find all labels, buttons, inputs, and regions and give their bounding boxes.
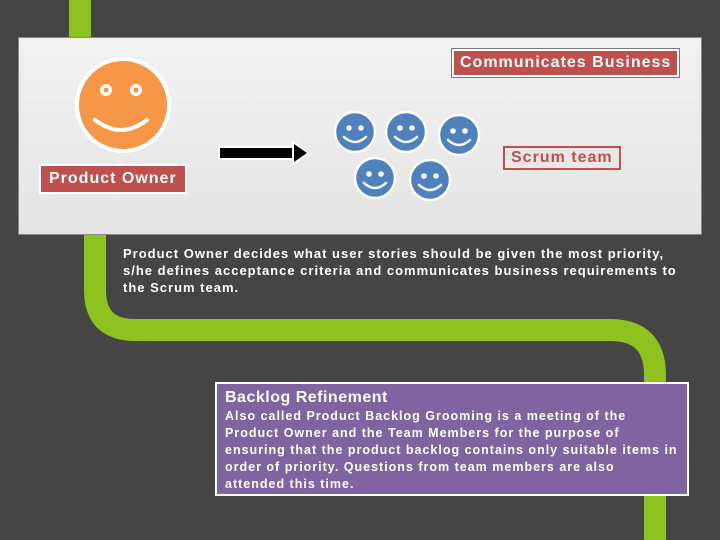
backlog-description: Also called Product Backlog Grooming is … [225,409,678,491]
backlog-title: Backlog Refinement [225,389,388,406]
communicates-business-label: Communicates Business [450,48,681,78]
product-owner-smiley-icon [75,57,171,153]
team-member-smiley-icon [437,113,481,157]
right-arrow-icon [218,140,310,166]
scrum-team-label: Scrum team [503,146,621,170]
backlog-refinement-box: Backlog Refinement Also called Product B… [215,382,689,496]
team-member-smiley-icon [333,110,377,154]
product-owner-description: Product Owner decides what user stories … [123,246,677,295]
team-member-smiley-icon [408,158,452,202]
product-owner-label: Product Owner [39,164,187,194]
team-member-smiley-icon [384,110,428,154]
team-member-smiley-icon [353,156,397,200]
